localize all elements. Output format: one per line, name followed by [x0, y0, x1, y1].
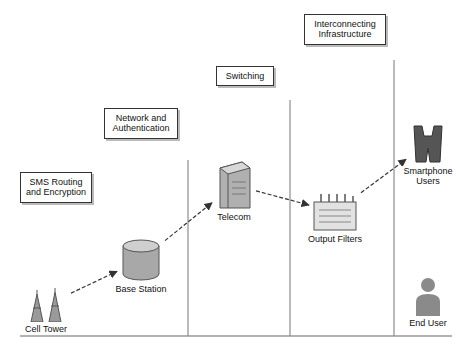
- process-label: Interconnecting Infrastructure: [304, 14, 386, 45]
- column-divider: [394, 60, 395, 336]
- node-text: Smartphone Users: [400, 166, 456, 187]
- connector: [71, 271, 117, 293]
- user-icon: Smartphone Users: [400, 122, 456, 187]
- node-text: Base Station: [112, 284, 170, 294]
- node-text: Telecom: [206, 212, 262, 222]
- server-icon: [214, 160, 254, 210]
- user-icon: [408, 122, 448, 164]
- filter-icon: [311, 192, 359, 232]
- node-text: Switching: [220, 71, 270, 81]
- tower-icon: [23, 288, 69, 322]
- column-divider: [290, 100, 291, 336]
- base-line: [20, 336, 452, 337]
- filter-icon: Output Filters: [304, 192, 366, 244]
- node-text: Cell Tower: [18, 324, 74, 334]
- base-station-icon: [119, 238, 163, 282]
- tower-icon: Cell Tower: [18, 288, 74, 334]
- person-icon: [413, 276, 443, 316]
- node-text: Network and Authentication: [108, 113, 174, 134]
- server-icon: Telecom: [206, 160, 262, 222]
- process-label: Switching: [216, 66, 274, 86]
- process-label: Network and Authentication: [104, 108, 178, 139]
- column-divider: [188, 160, 189, 336]
- node-text: Interconnecting Infrastructure: [308, 19, 382, 40]
- base-station-icon: Base Station: [112, 238, 170, 294]
- connector: [165, 203, 212, 241]
- node-text: Output Filters: [304, 234, 366, 244]
- person-icon: End User: [400, 276, 456, 328]
- node-text: End User: [400, 318, 456, 328]
- process-label: SMS Routing and Encryption: [20, 172, 92, 203]
- connector: [256, 191, 309, 205]
- node-text: SMS Routing and Encryption: [24, 177, 88, 198]
